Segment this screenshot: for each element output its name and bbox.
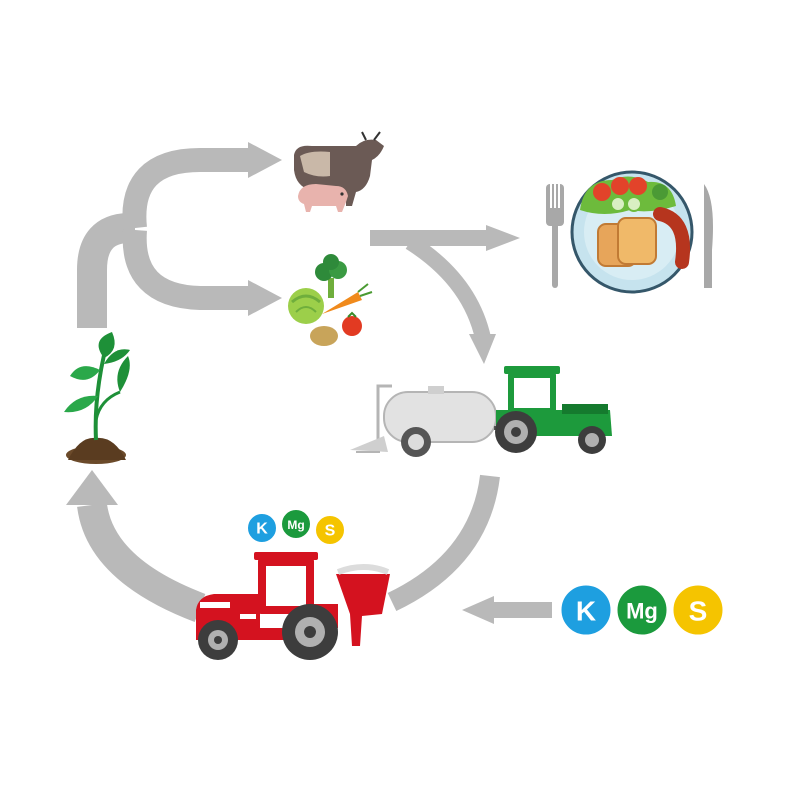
cow-and-pig-icon (294, 131, 384, 212)
potassium-badge: K (558, 582, 614, 638)
magnesium-badge-small: Mg (280, 508, 312, 540)
magnesium-label-small: Mg (287, 518, 304, 532)
potassium-label-small: K (256, 521, 268, 538)
sprouting-plant-icon (64, 332, 130, 464)
knife-icon (704, 184, 713, 288)
arrow-slurry-to-spreader (387, 474, 500, 612)
arrow-spreader-to-plant (66, 470, 206, 623)
arrow-to-slurry (405, 235, 496, 364)
green-tractor-slurry-tanker-icon (350, 366, 612, 457)
vegetables-icon (288, 254, 373, 346)
potassium-badge-small: K (246, 512, 278, 544)
plate-of-food-icon (546, 170, 713, 294)
arrow-to-meal (370, 225, 520, 251)
nutrient-badges-small: K Mg S (246, 508, 346, 546)
magnesium-badge: Mg (614, 582, 670, 638)
magnesium-label: Mg (626, 599, 658, 624)
arrow-plant-to-feed (77, 142, 282, 328)
sulfur-label-small: S (325, 523, 336, 540)
sulfur-badge-small: S (314, 514, 346, 546)
arrow-minerals-in (462, 596, 552, 624)
nutrient-badges-large: K Mg S (558, 582, 726, 638)
flow-arrows (66, 142, 552, 624)
potassium-label: K (576, 596, 596, 627)
sulfur-label: S (689, 596, 708, 627)
red-tractor-fertilizer-spreader-icon (196, 552, 390, 660)
fork-icon (546, 184, 564, 288)
sulfur-badge: S (670, 582, 726, 638)
